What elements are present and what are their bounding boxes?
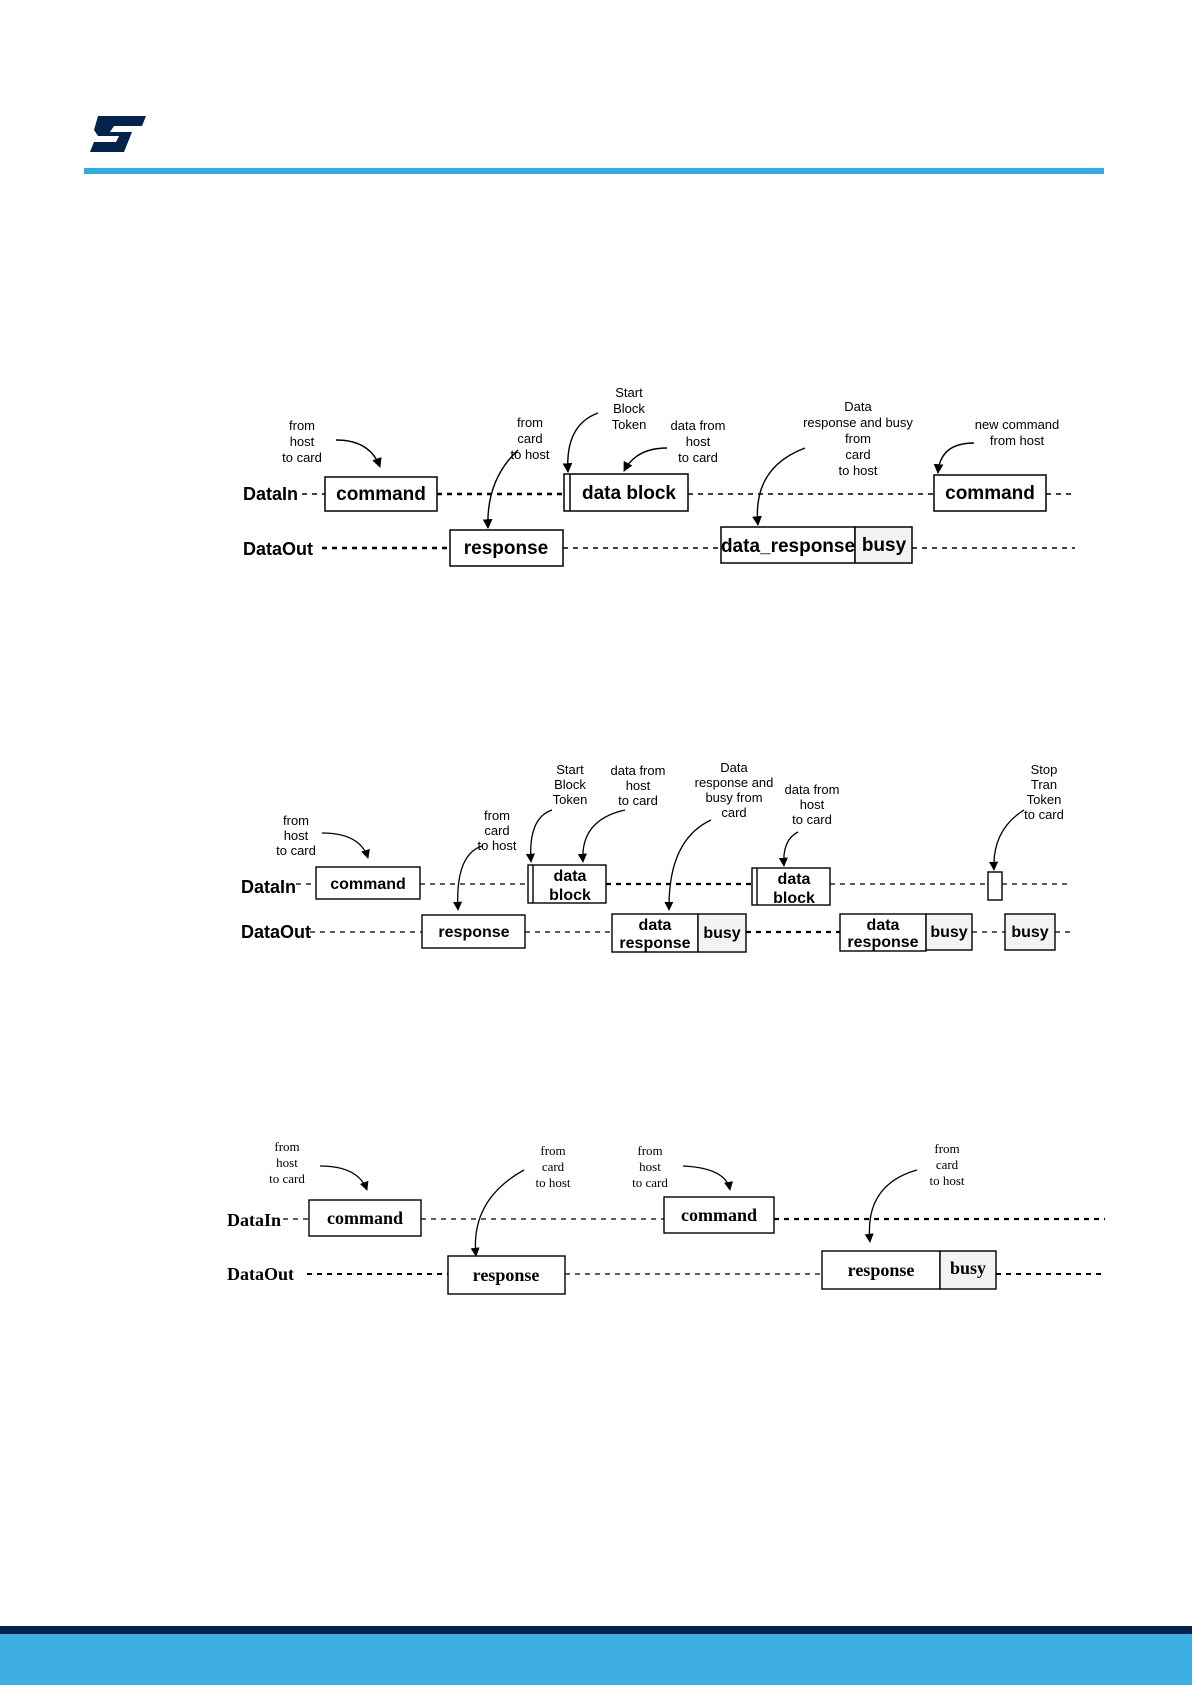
dataout-label: DataOut (227, 1264, 294, 1284)
svg-text:block: block (549, 887, 591, 904)
command-box: command (315, 866, 421, 900)
datain-label: DataIn (227, 1210, 281, 1230)
arrow-data-from-host-2 (778, 831, 799, 867)
svg-text:data block: data block (582, 483, 676, 504)
stop-tran-token-box (987, 871, 1003, 901)
busy-box: busy (854, 526, 913, 564)
svg-text:block: block (773, 890, 815, 907)
svg-text:response: response (473, 1265, 540, 1285)
svg-text:data_response: data_response (721, 536, 855, 557)
svg-text:response: response (848, 1260, 915, 1280)
svg-text:data: data (778, 871, 811, 888)
command-box: command (324, 476, 438, 512)
svg-text:busy: busy (950, 1258, 986, 1278)
arrow-from-card (482, 449, 519, 529)
svg-text:busy: busy (862, 535, 907, 556)
svg-text:response: response (438, 924, 509, 941)
arrow-stop-tran (989, 809, 1025, 871)
data-block-box-2: data block (751, 867, 831, 907)
response-box: response (447, 1255, 566, 1295)
busy-box-3: busy (1004, 913, 1056, 951)
svg-text:command: command (681, 1205, 757, 1225)
dataout-label: DataOut (241, 922, 311, 942)
svg-text:busy: busy (703, 925, 740, 942)
dataout-label: DataOut (243, 539, 313, 559)
svg-text:busy: busy (1011, 924, 1048, 941)
arrow-from-host-2 (682, 1165, 734, 1191)
datain-label: DataIn (243, 484, 298, 504)
svg-text:busy: busy (930, 924, 967, 941)
arrow-data-response (752, 447, 806, 526)
arrow-data-from-host (577, 809, 626, 863)
svg-text:response: response (464, 538, 548, 559)
diagram-multiple-block-write: DataIn DataOut command data block data b… (241, 760, 1070, 953)
arrow-from-host (319, 1165, 369, 1191)
header-rule (84, 168, 1104, 174)
command-box-2: command (663, 1196, 775, 1234)
arrow-new-command (933, 442, 975, 474)
busy-box: busy (939, 1250, 997, 1290)
busy-box-2: busy (925, 913, 973, 951)
arrow-data-from-host (623, 447, 668, 472)
svg-text:command: command (336, 484, 426, 505)
response-box: response (421, 914, 526, 949)
arrow-from-card-2 (864, 1169, 918, 1243)
arrow-data-response (664, 819, 712, 911)
svg-text:data: data (554, 868, 587, 885)
st-logo-icon (90, 116, 146, 152)
datain-label: DataIn (241, 877, 296, 897)
busy-box: busy (697, 913, 747, 953)
svg-text:data: data (867, 917, 900, 934)
diagram-single-block-write: DataIn DataOut command data block comman… (243, 385, 1075, 567)
data-block-box: data block (527, 864, 607, 904)
svg-text:command: command (330, 876, 406, 893)
svg-text:data: data (639, 917, 672, 934)
data-block-box: data block (563, 473, 689, 512)
footer-bar (0, 1634, 1192, 1685)
arrow-from-host (321, 832, 370, 859)
svg-text:command: command (327, 1208, 403, 1228)
command-box: command (308, 1199, 422, 1237)
arrow-from-card (453, 845, 483, 911)
arrow-start-block (525, 809, 553, 863)
response-box-2: response (821, 1250, 941, 1290)
data-response-box-2: data response (839, 913, 927, 952)
arrow-from-host (335, 439, 382, 468)
response-box: response (449, 529, 564, 567)
arrow-from-card (470, 1169, 525, 1257)
command-box-2: command (933, 474, 1047, 512)
svg-text:command: command (945, 483, 1035, 504)
diagram-command-with-busy: DataIn DataOut command command response … (227, 1139, 1105, 1295)
svg-text:response: response (619, 935, 690, 952)
data-response-box: data_response (720, 526, 856, 564)
arrow-start-block (562, 412, 599, 473)
svg-text:response: response (847, 934, 918, 951)
data-response-box: data response (611, 913, 699, 953)
footer-dark-band (0, 1626, 1192, 1634)
